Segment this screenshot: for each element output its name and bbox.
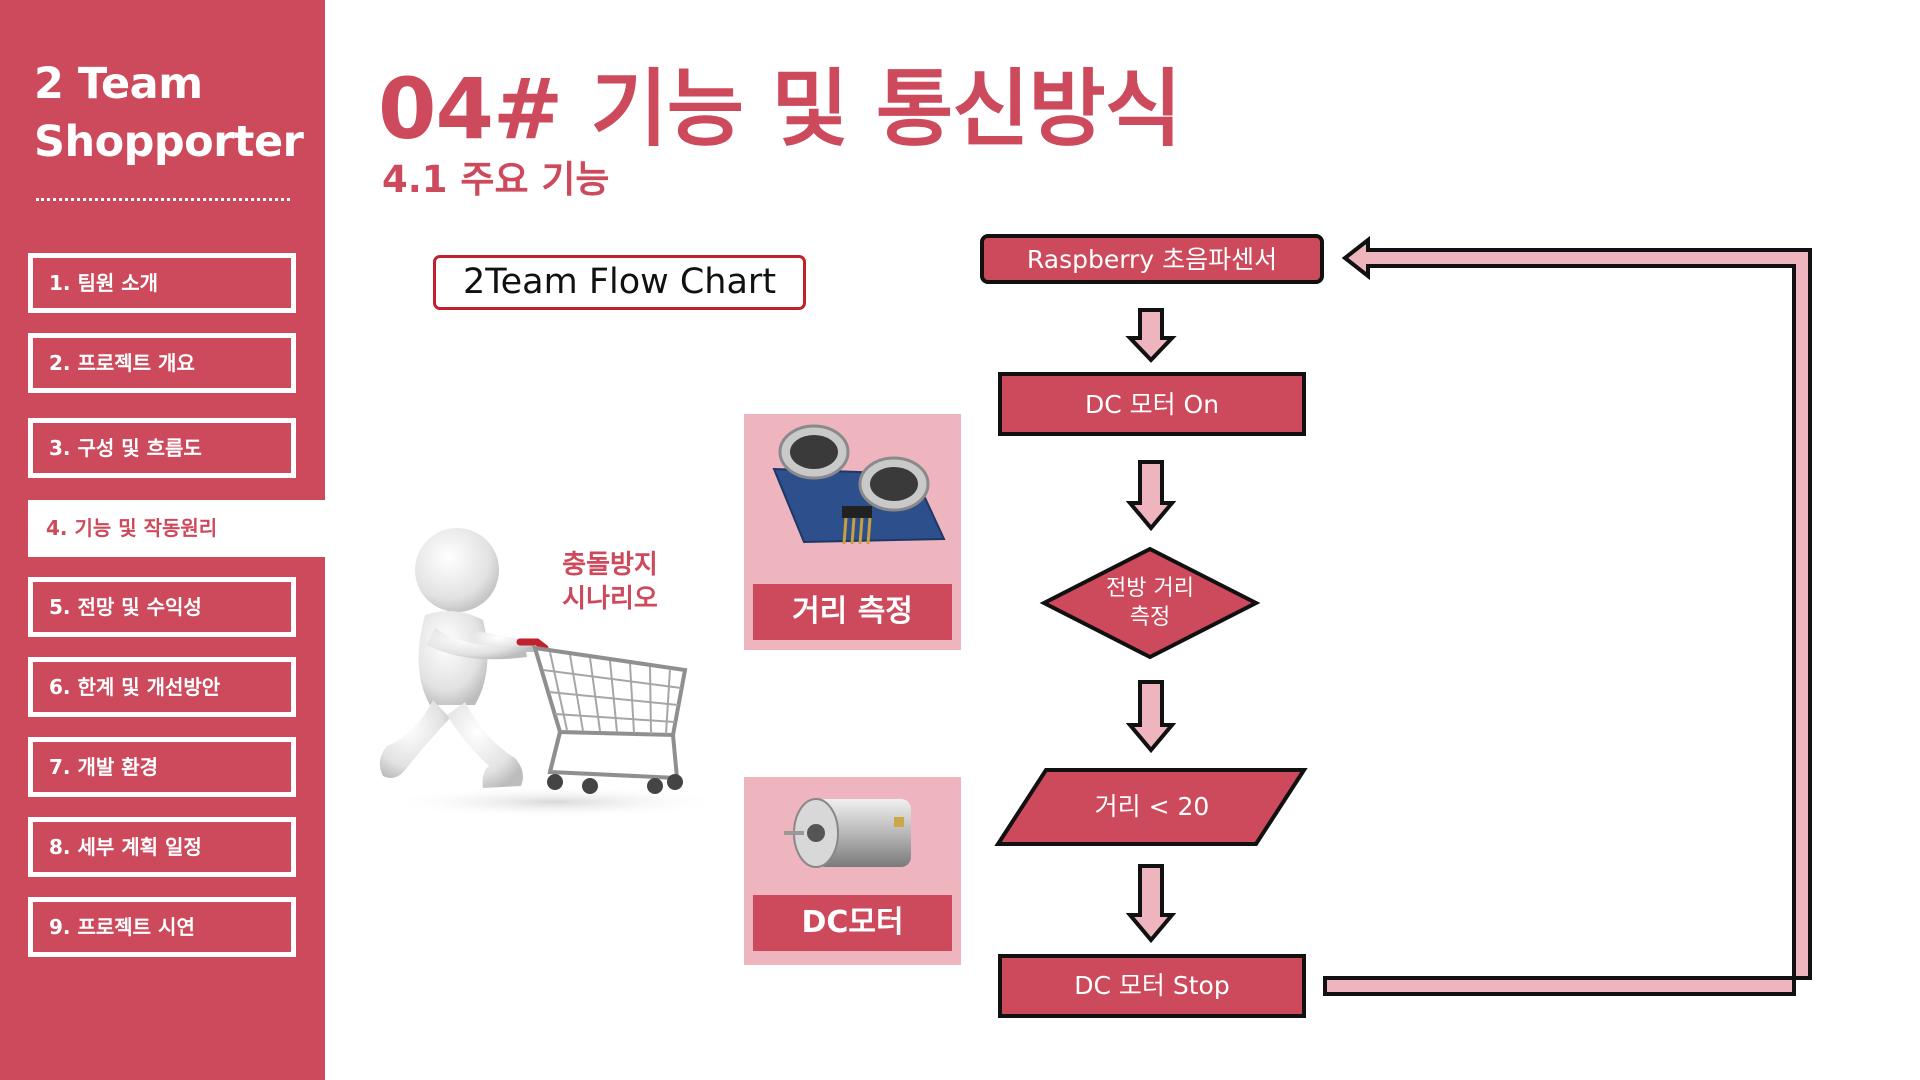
- nav-item-outlook[interactable]: 5. 전망 및 수익성: [28, 577, 296, 637]
- node-motor-stop-text: DC 모터 Stop: [1000, 965, 1304, 1007]
- sidebar: 2 Team Shopporter 1. 팀원 소개 2. 프로젝트 개요 3.…: [0, 0, 325, 1080]
- scenario-line-1: 충돌방지: [555, 548, 665, 582]
- page-title: 04# 기능 및 통신방식: [378, 64, 1181, 154]
- motor-label: DC모터: [753, 895, 952, 951]
- node-distance-text: 거리 < 20: [1040, 784, 1264, 830]
- shopper-cart-illustration: [355, 520, 725, 820]
- node-sensor-text: Raspberry 초음파센서: [982, 240, 1322, 280]
- page-subtitle: 4.1 주요 기능: [382, 158, 609, 202]
- dc-motor-image: [744, 777, 961, 895]
- nav-item-functions[interactable]: 4. 기능 및 작동원리: [28, 500, 325, 557]
- node-decision-line-1: 전방 거리: [1080, 574, 1220, 603]
- sensor-label: 거리 측정: [753, 584, 952, 640]
- nav-item-schedule[interactable]: 8. 세부 계획 일정: [28, 817, 296, 877]
- nav-item-limits[interactable]: 6. 한계 및 개선방안: [28, 657, 296, 717]
- flow-chart-label: 2Team Flow Chart: [433, 255, 806, 310]
- dc-motor-card: DC모터: [744, 777, 961, 965]
- scenario-label: 충돌방지 시나리오: [555, 548, 665, 616]
- arrow-down-3: [1130, 682, 1172, 750]
- brand-team: 2 Team: [34, 54, 203, 114]
- nav-item-project-overview[interactable]: 2. 프로젝트 개요: [28, 333, 296, 393]
- arrow-down-2: [1130, 462, 1172, 528]
- scenario-line-2: 시나리오: [555, 582, 665, 616]
- node-decision-line-2: 측정: [1080, 603, 1220, 632]
- arrow-down-4: [1130, 866, 1172, 940]
- brand-name: Shopporter: [34, 112, 303, 172]
- node-decision-text: 전방 거리 측정: [1080, 574, 1220, 632]
- ultrasonic-sensor-card: 거리 측정: [744, 414, 961, 650]
- nav-item-dev-env[interactable]: 7. 개발 환경: [28, 737, 296, 797]
- node-motor-on-text: DC 모터 On: [1000, 384, 1304, 426]
- nav-item-demo[interactable]: 9. 프로젝트 시연: [28, 897, 296, 957]
- arrow-down-1: [1130, 310, 1172, 360]
- arrow-loop-back: [1325, 240, 1810, 994]
- nav-item-team-intro[interactable]: 1. 팀원 소개: [28, 253, 296, 313]
- brand-divider: [36, 198, 290, 201]
- ultrasonic-sensor-image: [744, 414, 961, 584]
- nav-item-structure-flow[interactable]: 3. 구성 및 흐름도: [28, 418, 296, 478]
